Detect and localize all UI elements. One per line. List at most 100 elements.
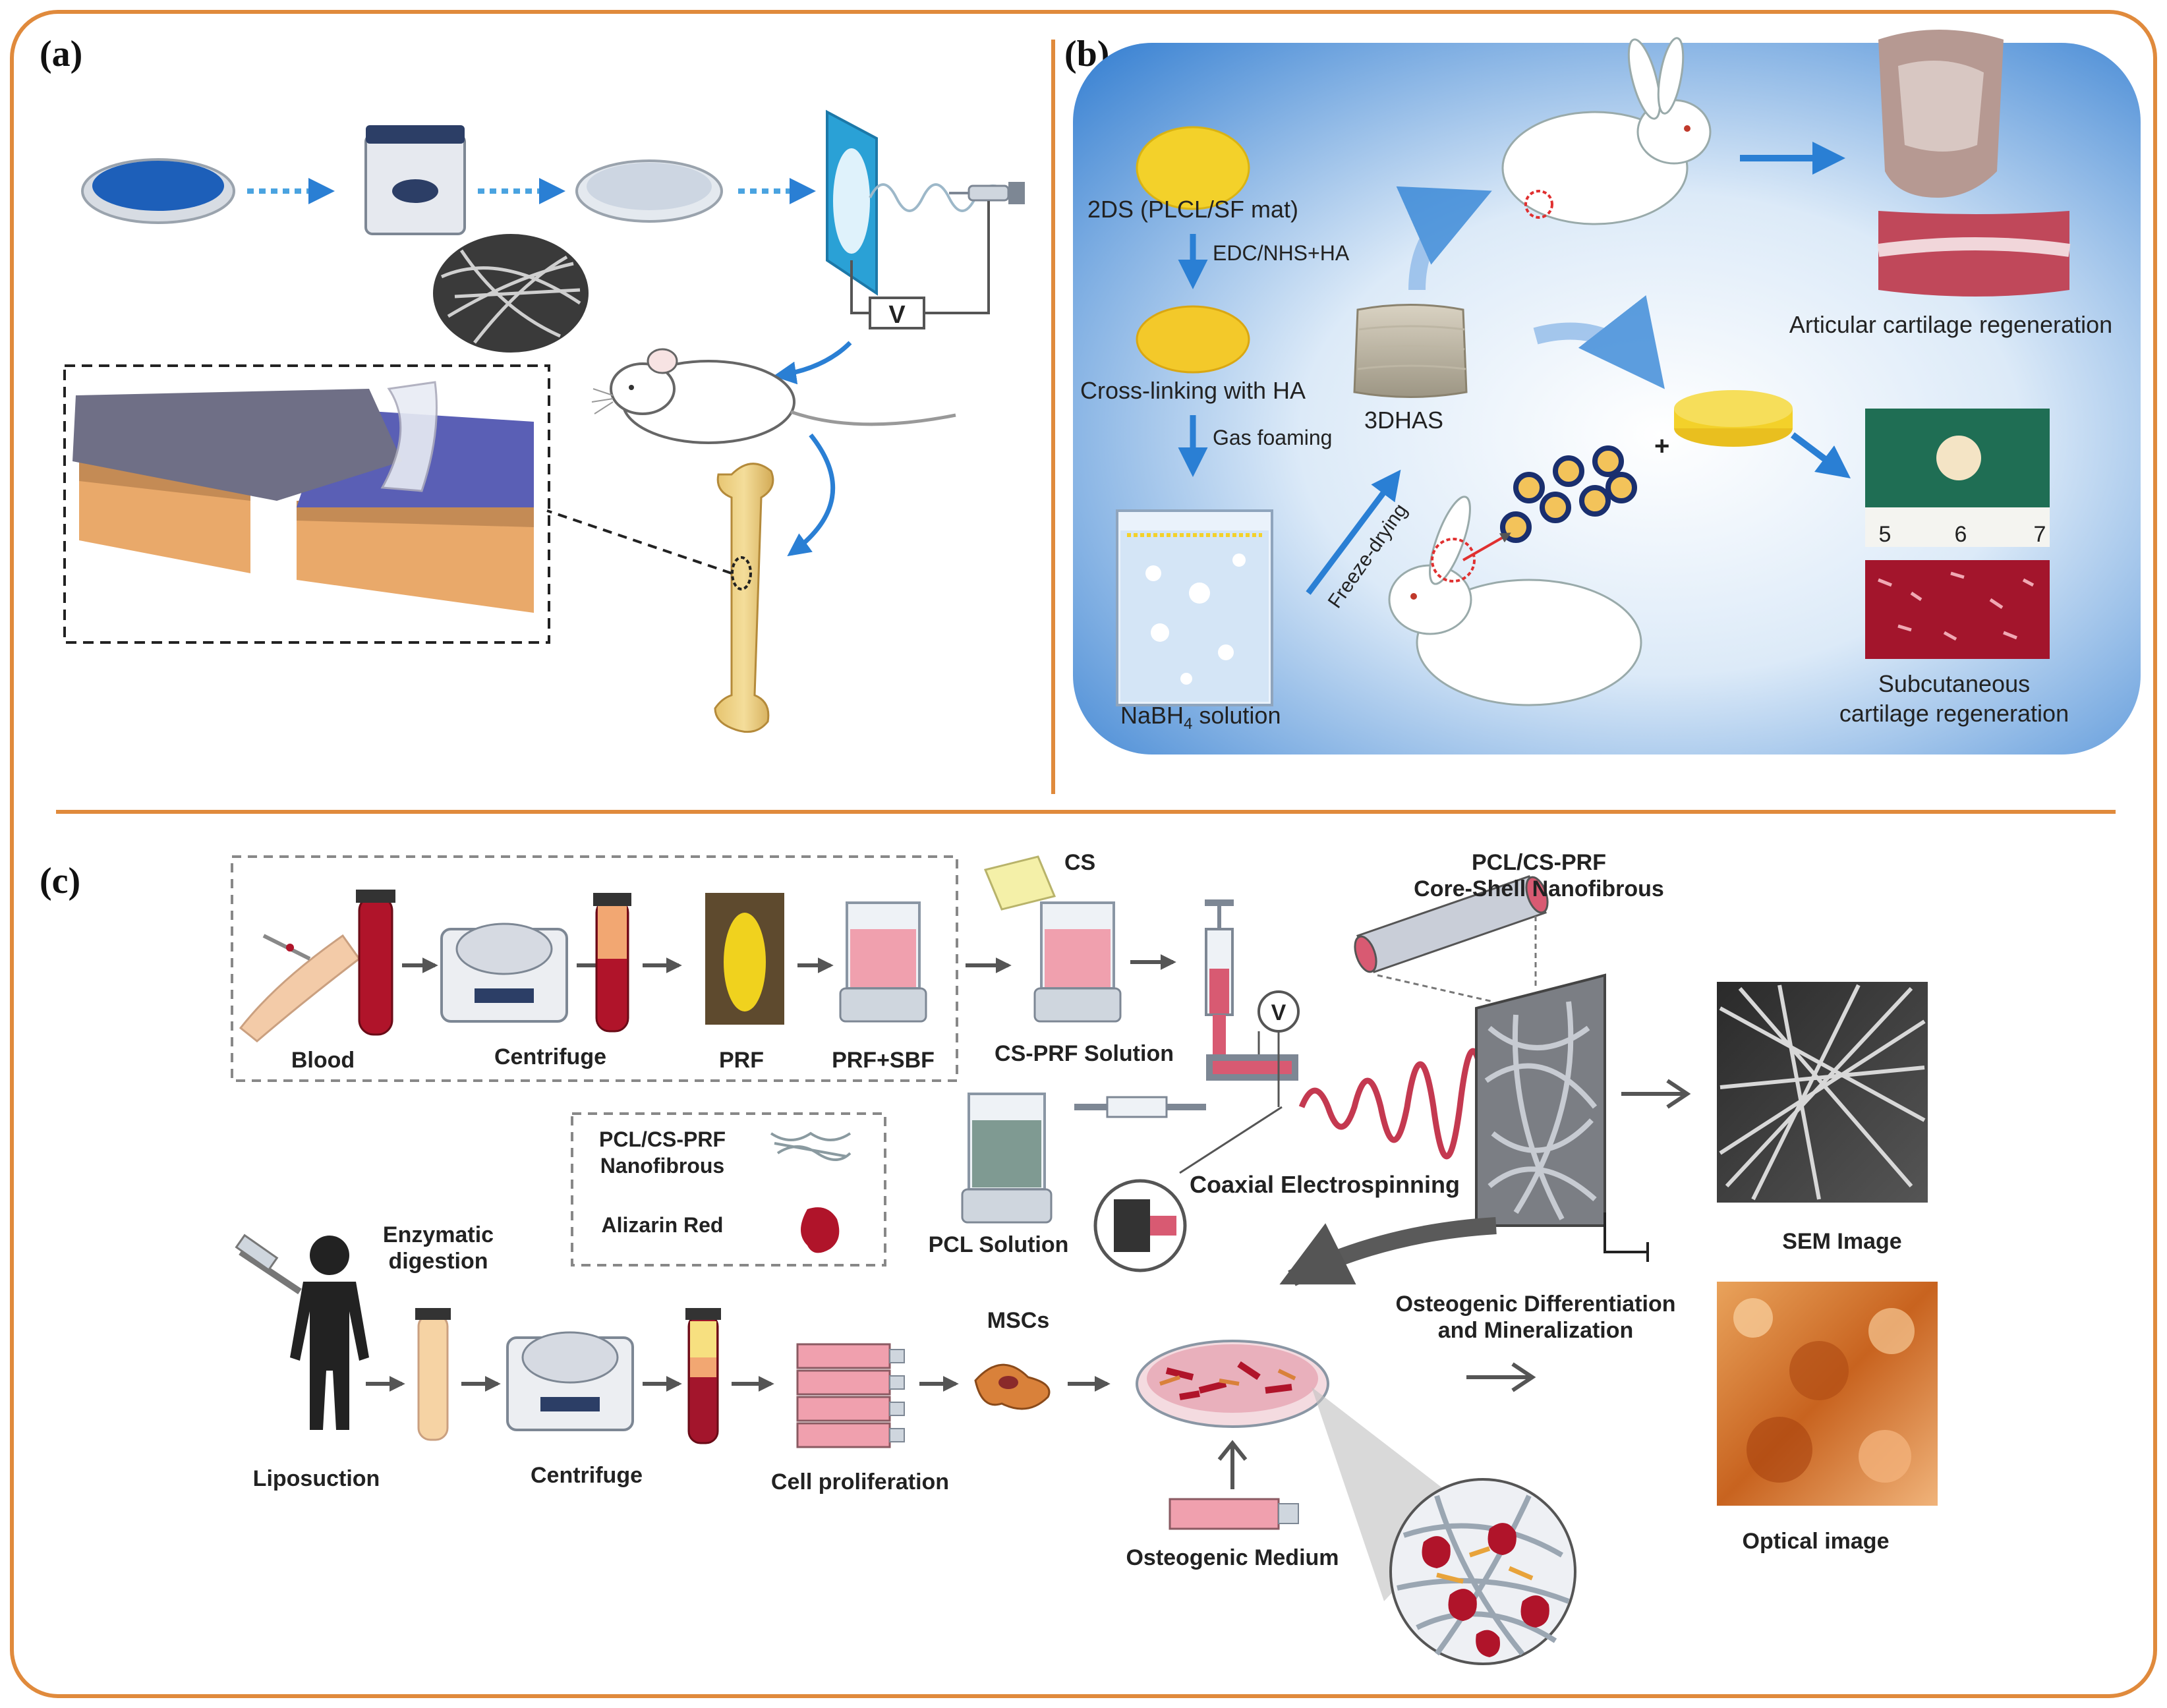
flow-arrow-icon bbox=[1533, 295, 1665, 389]
optical-image-photo bbox=[1717, 1282, 1938, 1506]
syringe-coaxial-icon bbox=[1074, 899, 1298, 1118]
membrane-on-bone-illustration bbox=[72, 381, 534, 613]
cs-label: CS bbox=[1064, 850, 1095, 875]
panel-b: (b) 2DS (PLCL/SF mat) EDC/NHS+HA Cross-l… bbox=[1064, 30, 2141, 754]
centrifuge-top-icon bbox=[440, 923, 568, 1023]
cs-prf-solution-label: CS-PRF Solution bbox=[995, 1041, 1174, 1066]
pcl-solution-label: PCL Solution bbox=[929, 1232, 1069, 1257]
cells-cluster-icon bbox=[1500, 445, 1637, 543]
petri-dish-clear-icon bbox=[575, 159, 723, 223]
osteo-diff-line2: and Mineralization bbox=[1438, 1318, 1634, 1343]
voltage-symbol: V bbox=[888, 301, 906, 329]
flow-arrow-icon bbox=[1466, 1362, 1536, 1392]
ruler-tick: 5 bbox=[1879, 522, 1892, 547]
legend-fiber-line1: PCL/CS-PRF bbox=[599, 1127, 726, 1151]
flow-arrow-icon bbox=[1306, 469, 1401, 595]
zoom-line bbox=[1179, 1106, 1283, 1174]
arm-blood-draw-icon bbox=[239, 934, 361, 1042]
blood-label: Blood bbox=[291, 1048, 355, 1073]
prf-photo bbox=[705, 893, 784, 1025]
separated-tube-icon bbox=[593, 893, 631, 1033]
cell-culture-flasks-icon bbox=[796, 1343, 905, 1448]
rabbit-top-icon bbox=[1501, 37, 1712, 225]
femur-bone-icon bbox=[714, 463, 774, 733]
centrifuge-bottom-label: Centrifuge bbox=[531, 1463, 643, 1488]
scaffold-3dhas-icon bbox=[1353, 304, 1468, 398]
osteogenic-medium-label: Osteogenic Medium bbox=[1126, 1545, 1339, 1570]
voltage-symbol: V bbox=[1271, 1000, 1286, 1025]
enzymatic-line1: Enzymatic bbox=[383, 1222, 494, 1247]
subcutaneous-label-line2: cartilage regeneration bbox=[1839, 700, 2069, 727]
subcutaneous-photo bbox=[1865, 409, 2050, 659]
prf-label: PRF bbox=[719, 1048, 764, 1073]
nabh4-beaker-icon bbox=[1116, 509, 1273, 706]
subcutaneous-label-line1: Subcutaneous bbox=[1878, 670, 2030, 697]
ruler-tick: 7 bbox=[2034, 522, 2046, 547]
defect-inset-box bbox=[63, 364, 550, 644]
legend-fiber-swatch bbox=[770, 1131, 852, 1161]
blood-tube-icon bbox=[356, 890, 395, 1036]
enzymatic-line2: digestion bbox=[388, 1249, 488, 1274]
rat-icon bbox=[591, 348, 956, 444]
fiber-collector-plate-icon bbox=[1475, 973, 1649, 1262]
nozzle-zoom-jet bbox=[1150, 1216, 1176, 1236]
cs-beaker-icon bbox=[983, 855, 1122, 1023]
edc-label: EDC/NHS+HA bbox=[1213, 241, 1350, 265]
legend-box bbox=[571, 1112, 886, 1267]
coaxial-label: Coaxial Electrospinning bbox=[1190, 1171, 1460, 1198]
liposuction-label: Liposuction bbox=[253, 1466, 380, 1491]
centrifuge-bottom-icon bbox=[506, 1331, 634, 1431]
flow-arrow-icon bbox=[787, 433, 836, 557]
flow-arrow-icon bbox=[1217, 1440, 1248, 1489]
cell-proliferation-label: Cell proliferation bbox=[771, 1469, 949, 1494]
msc-cell-icon bbox=[974, 1363, 1051, 1410]
mat-disc-icon bbox=[1136, 126, 1250, 210]
legend-alizarin-swatch bbox=[801, 1207, 840, 1253]
sem-image-label: SEM Image bbox=[1782, 1229, 1901, 1254]
layered-tube-icon bbox=[685, 1308, 721, 1444]
sem-image-photo bbox=[1717, 982, 1928, 1203]
articular-cartilage-photo bbox=[1877, 30, 2071, 297]
panel-c-label: (c) bbox=[40, 861, 80, 901]
pcl-solution-beaker-icon bbox=[961, 1093, 1053, 1224]
crosslinked-disc-icon bbox=[1136, 305, 1250, 374]
core-shell-title-line1: PCL/CS-PRF bbox=[1472, 850, 1606, 875]
core-shell-fiber-icon bbox=[1354, 875, 1549, 973]
legend-fiber-line2: Nanofibrous bbox=[600, 1154, 724, 1178]
osteogenic-medium-flask-icon bbox=[1169, 1498, 1299, 1530]
ruler-tick: 6 bbox=[1955, 522, 1967, 547]
flow-arrow-icon bbox=[1279, 1217, 1497, 1286]
electrospinning-collector-icon bbox=[826, 109, 1025, 296]
mat-2ds-label: 2DS (PLCL/SF mat) bbox=[1087, 196, 1298, 223]
flow-arrow-icon bbox=[1396, 186, 1492, 291]
mscs-label: MSCs bbox=[987, 1308, 1049, 1333]
culture-dish-icon bbox=[1136, 1340, 1329, 1428]
flow-arrow-icon bbox=[773, 341, 852, 385]
incubator-icon bbox=[364, 125, 466, 235]
rabbit-bottom-icon bbox=[1388, 496, 1642, 706]
voltage-source-icon bbox=[869, 297, 925, 329]
flow-arrow-icon bbox=[1791, 432, 1851, 478]
articular-label: Articular cartilage regeneration bbox=[1789, 311, 2112, 338]
outer-border bbox=[10, 10, 2157, 1698]
human-figure-icon bbox=[235, 1234, 369, 1430]
flow-arrow-icon bbox=[1621, 1079, 1691, 1109]
optical-image-label: Optical image bbox=[1743, 1529, 1890, 1554]
core-shell-title-line2: Core-Shell Nanofibrous bbox=[1414, 876, 1664, 901]
mineralized-scaffold-zoom-icon bbox=[1389, 1478, 1576, 1665]
cell-seeded-scaffold-icon bbox=[1674, 390, 1793, 447]
zoom-line bbox=[546, 509, 732, 575]
flow-arrow-icon bbox=[1462, 532, 1511, 561]
osteo-diff-line1: Osteogenic Differentiation bbox=[1395, 1292, 1675, 1317]
nozzle-zoom-detail bbox=[1114, 1199, 1150, 1252]
prf-sbf-label: PRF+SBF bbox=[832, 1048, 935, 1073]
zoom-line bbox=[1377, 974, 1493, 1003]
nabh4-label: NaBH4 solution bbox=[1120, 702, 1281, 733]
centrifuge-top-label: Centrifuge bbox=[494, 1044, 606, 1069]
petri-dish-blue-icon bbox=[81, 158, 235, 224]
fat-tube-icon bbox=[415, 1308, 451, 1441]
panel-a: (a) bbox=[40, 34, 1025, 733]
gas-foaming-label: Gas foaming bbox=[1213, 426, 1332, 449]
panel-a-label: (a) bbox=[40, 34, 82, 74]
